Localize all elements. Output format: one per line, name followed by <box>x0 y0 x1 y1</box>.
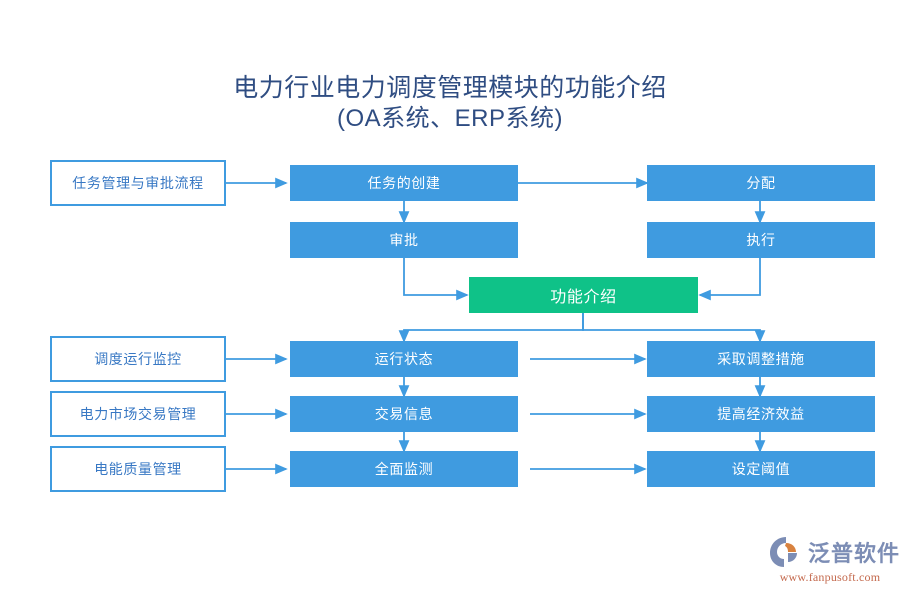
page-title: 电力行业电力调度管理模块的功能介绍 <box>233 74 667 102</box>
page-subtitle: (OA系统、ERP系统) <box>336 105 563 132</box>
edge-execute-to-hub <box>698 258 761 301</box>
node-label: 分配 <box>746 175 776 191</box>
node-label: 功能介绍 <box>550 289 617 306</box>
node-category-monitor[interactable]: 调度运行监控 <box>50 336 226 382</box>
node-label: 调度运行监控 <box>94 351 182 367</box>
node-trade-info[interactable]: 交易信息 <box>290 396 518 432</box>
node-task-execute[interactable]: 执行 <box>647 222 875 258</box>
node-label: 设定阈值 <box>731 461 791 477</box>
node-category-task[interactable]: 任务管理与审批流程 <box>50 160 226 206</box>
company-logo: 泛普软件 www.fanpusoft.com <box>768 535 899 589</box>
node-label: 电能质量管理 <box>94 461 182 477</box>
fanpu-logo-icon <box>770 537 797 567</box>
node-adjust-measure[interactable]: 采取调整措施 <box>647 341 875 377</box>
node-center-hub[interactable]: 功能介绍 <box>469 277 698 313</box>
logo-row: 泛普软件 <box>768 535 899 569</box>
node-label: 电力市场交易管理 <box>79 406 197 422</box>
node-label: 任务管理与审批流程 <box>72 175 204 191</box>
node-label: 审批 <box>389 232 419 248</box>
edge-hub-to-adjust <box>582 313 766 343</box>
node-label: 交易信息 <box>374 406 434 422</box>
node-category-market[interactable]: 电力市场交易管理 <box>50 391 226 437</box>
node-category-quality[interactable]: 电能质量管理 <box>50 446 226 492</box>
node-run-status[interactable]: 运行状态 <box>290 341 518 377</box>
node-label: 提高经济效益 <box>717 406 805 422</box>
logo-website-url: www.fanpusoft.com <box>779 570 881 584</box>
node-label: 运行状态 <box>374 351 434 367</box>
node-task-approve[interactable]: 审批 <box>290 222 518 258</box>
node-task-assign[interactable]: 分配 <box>647 165 875 201</box>
node-economic-benefit[interactable]: 提高经济效益 <box>647 396 875 432</box>
node-task-create[interactable]: 任务的创建 <box>290 165 518 201</box>
edge-hub-to-run-status <box>398 313 584 343</box>
node-label: 采取调整措施 <box>717 351 805 367</box>
node-label: 全面监测 <box>374 461 434 477</box>
logo-company-name: 泛普软件 <box>808 541 900 566</box>
node-full-monitor[interactable]: 全面监测 <box>290 451 518 487</box>
diagram-title: 电力行业电力调度管理模块的功能介绍 (OA系统、ERP系统) <box>0 72 900 135</box>
node-label: 执行 <box>746 232 776 248</box>
node-label: 任务的创建 <box>367 175 441 191</box>
node-set-threshold[interactable]: 设定阈值 <box>647 451 875 487</box>
edge-approve-to-hub <box>403 258 469 301</box>
